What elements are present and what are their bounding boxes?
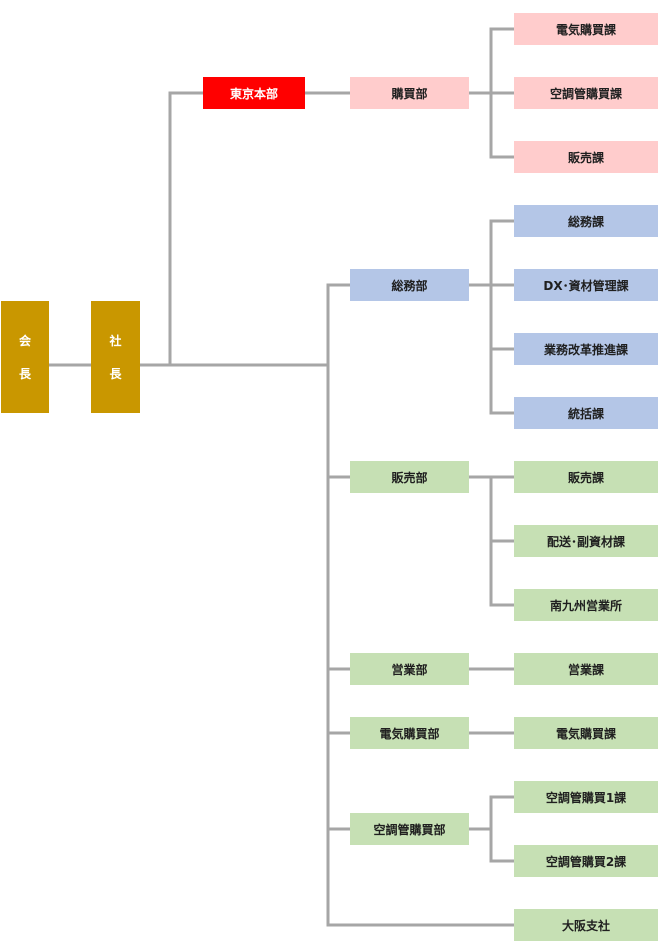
general-affairs-section-3: 業務改革推進課	[514, 333, 658, 365]
tokyo-section-1: 電気購買課	[514, 13, 658, 45]
hvac-purchasing-section-2: 空調管購買2課	[514, 845, 658, 877]
chairman-char-1: 会	[18, 334, 31, 348]
business-dept: 営業部	[350, 653, 469, 685]
president-char-1: 社	[109, 334, 122, 348]
sales-section-1: 販売課	[514, 461, 658, 493]
sales-section-3: 南九州営業所	[514, 589, 658, 621]
tokyo-hq-box: 東京本部	[203, 77, 305, 109]
sales-dept: 販売部	[350, 461, 469, 493]
hvac-purchasing-section-1: 空調管購買1課	[514, 781, 658, 813]
chairman-char-2: 長	[18, 367, 31, 381]
president-box: 社 長	[91, 301, 140, 413]
tokyo-section-3: 販売課	[514, 141, 658, 173]
tokyo-section-2: 空調管購買課	[514, 77, 658, 109]
tokyo-purchasing-dept: 購買部	[350, 77, 469, 109]
electrical-purchasing-section-1: 電気購買課	[514, 717, 658, 749]
chairman-box: 会 長	[1, 301, 49, 413]
electrical-purchasing-dept: 電気購買部	[350, 717, 469, 749]
osaka-branch: 大阪支社	[514, 909, 658, 941]
general-affairs-section-2: DX･資材管理課	[514, 269, 658, 301]
general-affairs-section-1: 総務課	[514, 205, 658, 237]
sales-section-2: 配送･副資材課	[514, 525, 658, 557]
president-char-2: 長	[109, 367, 122, 381]
hvac-purchasing-dept: 空調管購買部	[350, 813, 469, 845]
general-affairs-dept: 総務部	[350, 269, 469, 301]
general-affairs-section-4: 統括課	[514, 397, 658, 429]
business-section-1: 営業課	[514, 653, 658, 685]
